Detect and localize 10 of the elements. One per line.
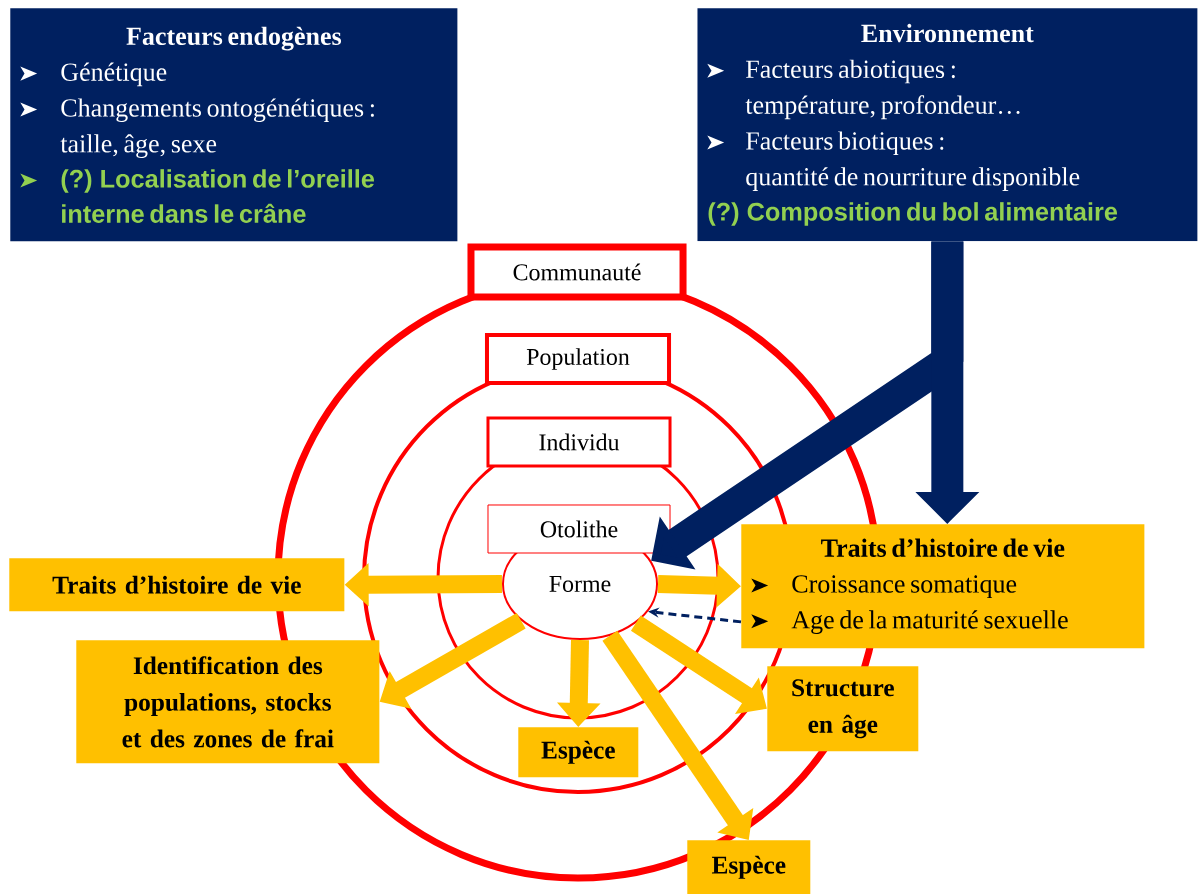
label-box: Communauté (467, 243, 687, 301)
result-box: Identification des populations, stocks et des zones de frai (76, 640, 380, 764)
result-box: Traits d’histoire de vie Croissance somatique Age de la maturité sexuelle (741, 524, 1145, 649)
label-box: Otolithe (487, 504, 671, 554)
result-box: Espèce (687, 840, 811, 894)
label-box: Individu (486, 416, 672, 468)
label-box: Population (484, 333, 672, 385)
info-panel: Facteurs endogènes Génétique Changements ontogénétiques : taille, âge, sexe (?) Localisation de l’oreille interne dans le crâne (10, 8, 458, 242)
info-panel: Environnement Facteurs abiotiques : température, profondeur… Facteurs biotiques : quantité de nourriture disponible (?) Composition du bol alimentaire (697, 8, 1198, 242)
result-box: Structure en âge (767, 666, 919, 752)
